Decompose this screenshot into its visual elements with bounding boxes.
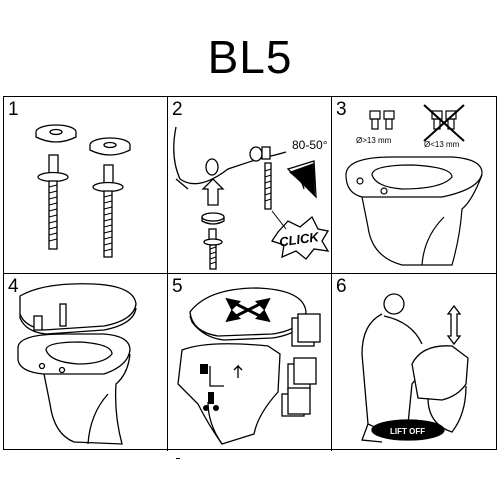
- step-number: 1: [8, 99, 19, 120]
- step-number: 4: [8, 276, 19, 297]
- step-number: 3: [336, 99, 347, 120]
- hinge-bolts-illustration: [35, 124, 131, 258]
- step-4-panel: 4: [4, 274, 168, 451]
- step-3-panel: 3 Ø>: [332, 97, 496, 274]
- document-title: BL5: [207, 31, 293, 83]
- angle-label: 80-50°: [292, 138, 328, 152]
- click-label: CLICK: [278, 229, 321, 250]
- seat-adjust-illustration: [177, 287, 321, 445]
- footer-mark: [176, 458, 180, 459]
- step-1-panel: 1: [4, 97, 168, 274]
- seat-mount-illustration: [17, 283, 137, 445]
- lift-off-label: LIFT OFF: [390, 427, 425, 436]
- hole-lt-label: Ø<13 mm: [424, 140, 460, 149]
- step-2-panel: 2: [168, 97, 332, 274]
- hole-gt-label: Ø>13 mm: [356, 136, 392, 145]
- step-number: 6: [336, 276, 347, 297]
- seat-lift-off-illustration: LIFT OFF: [361, 293, 469, 443]
- step-number: 2: [172, 99, 183, 120]
- hinge-click-illustration: 80-50° CLICK: [173, 126, 330, 270]
- step-6-panel: 6 LIFT OFF: [332, 274, 496, 451]
- step-number: 5: [172, 276, 183, 297]
- step-5-panel: 5: [168, 274, 332, 451]
- bowl-hole-size-illustration: Ø>13 mm Ø<13 mm: [345, 104, 483, 266]
- instruction-grid: 1: [3, 96, 497, 451]
